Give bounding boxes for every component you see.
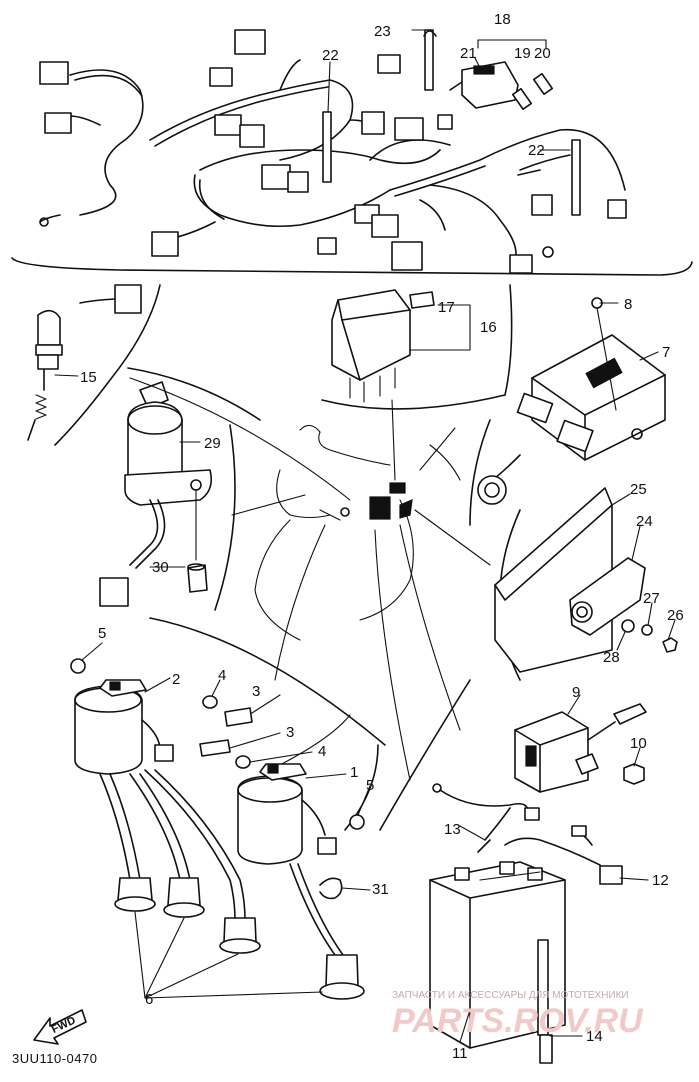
sensor-15 bbox=[27, 284, 142, 441]
callout-5-right: 5 bbox=[366, 777, 374, 794]
callout-29: 29 bbox=[204, 435, 221, 452]
callout-19: 19 bbox=[514, 45, 531, 62]
fuse-19-20 bbox=[511, 72, 554, 111]
callout-4-top: 4 bbox=[218, 667, 226, 684]
callout-17: 17 bbox=[438, 299, 455, 316]
section-borders bbox=[11, 257, 693, 831]
callout-20: 20 bbox=[534, 45, 551, 62]
drawing-code: 3UU110-0470 bbox=[12, 1051, 97, 1066]
relay-16 bbox=[331, 289, 411, 403]
callout-15: 15 bbox=[80, 369, 97, 386]
leader-lines bbox=[129, 377, 491, 781]
callout-27: 27 bbox=[643, 590, 660, 607]
callout-9: 9 bbox=[572, 684, 580, 701]
callout-12: 12 bbox=[652, 872, 669, 889]
callout-7: 7 bbox=[662, 344, 670, 361]
watermark: ЗАПЧАСТИ И АКСЕССУАРЫ ДЛЯ МОТОТЕХНИКИ PA… bbox=[392, 990, 644, 1040]
fasteners-26-27-28 bbox=[621, 619, 678, 653]
callout-21: 21 bbox=[460, 45, 477, 62]
fwd-arrow: FWD bbox=[33, 1009, 87, 1045]
callout-23: 23 bbox=[374, 23, 391, 40]
callout-5-left: 5 bbox=[98, 625, 106, 642]
callout-22-right: 22 bbox=[528, 142, 545, 159]
battery-leads-12-13 bbox=[432, 783, 623, 885]
callout-numbers: 23 22 18 21 19 20 22 17 16 8 7 15 29 30 … bbox=[80, 11, 684, 1062]
harness-clamps bbox=[322, 29, 581, 216]
wire-harness bbox=[39, 59, 626, 261]
callout-26: 26 bbox=[667, 607, 684, 624]
callout-25: 25 bbox=[630, 481, 647, 498]
callout-18: 18 bbox=[494, 11, 511, 28]
callout-2: 2 bbox=[172, 671, 180, 688]
watermark-tagline: ЗАПЧАСТИ И АКСЕССУАРЫ ДЛЯ МОТОТЕХНИКИ bbox=[392, 990, 629, 1001]
callout-30: 30 bbox=[152, 559, 169, 576]
ignition-coil-1 bbox=[237, 763, 337, 865]
coil-hardware-3-4-5-31 bbox=[70, 658, 365, 900]
callout-6: 6 bbox=[145, 991, 153, 1008]
callout-10: 10 bbox=[630, 735, 647, 752]
frame-outline bbox=[254, 424, 461, 641]
screw-30 bbox=[187, 563, 208, 593]
callout-8: 8 bbox=[624, 296, 632, 313]
callout-3-mid: 3 bbox=[286, 724, 294, 741]
callout-lines bbox=[54, 29, 676, 1043]
callout-24: 24 bbox=[636, 513, 653, 530]
rectifier-regulator-24-25 bbox=[494, 487, 646, 673]
fuse-17 bbox=[409, 291, 435, 309]
cap-10 bbox=[623, 763, 645, 785]
callout-3-top: 3 bbox=[252, 683, 260, 700]
callout-22-top: 22 bbox=[322, 47, 339, 64]
callout-11: 11 bbox=[452, 1045, 468, 1062]
watermark-logo: PARTS.ROV.RU bbox=[392, 1002, 644, 1040]
callout-28: 28 bbox=[603, 649, 620, 666]
main-switch-29 bbox=[99, 381, 213, 607]
callout-14: 14 bbox=[586, 1028, 603, 1045]
callout-1: 1 bbox=[350, 764, 358, 781]
harness-connectors bbox=[39, 29, 627, 274]
relay-9 bbox=[514, 703, 647, 793]
starter-relay-21 bbox=[449, 61, 519, 109]
callout-13: 13 bbox=[444, 821, 461, 838]
cdi-unit-7 bbox=[477, 334, 666, 505]
screw-8 bbox=[591, 297, 617, 411]
callout-16: 16 bbox=[480, 319, 497, 336]
callout-4-mid: 4 bbox=[318, 743, 326, 760]
battery-11 bbox=[429, 861, 566, 1064]
callout-31: 31 bbox=[372, 881, 389, 898]
plug-caps-6 bbox=[99, 769, 365, 1000]
ignition-coil-2 bbox=[74, 679, 174, 775]
